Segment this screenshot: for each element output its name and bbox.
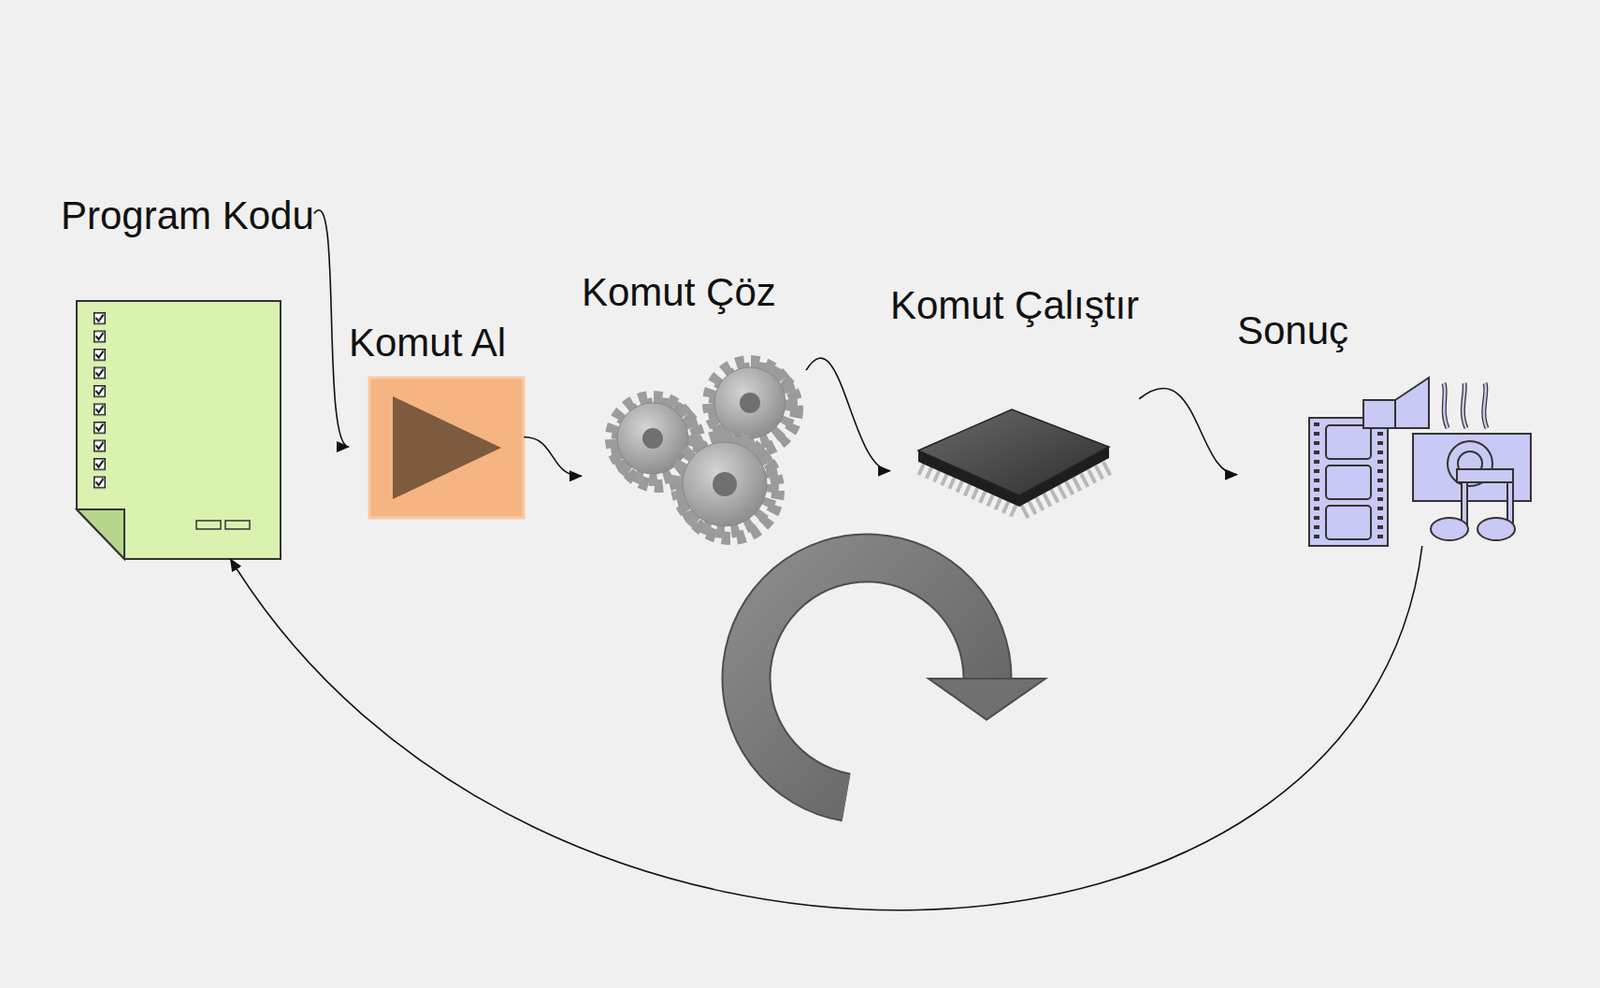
flow-arrow [523, 436, 582, 476]
gears-icon [611, 361, 797, 539]
flow-arrow [806, 358, 891, 472]
chip-icon [918, 409, 1110, 513]
flow-arrow [230, 546, 1422, 911]
node-label: Komut Çöz [581, 270, 777, 316]
execute-node: Komut Çalıştır [890, 283, 1139, 541]
document-node: Program Kodu [60, 193, 315, 560]
cycle-arrow [746, 558, 1046, 798]
flow-arrow [1138, 388, 1238, 475]
node-label: Sonuç [1237, 308, 1349, 354]
result-node: Sonuç [1237, 308, 1531, 547]
fetch-node: Komut Al [348, 320, 524, 519]
node-label: Program Kodu [60, 193, 315, 239]
play-icon [369, 377, 524, 519]
node-label: Komut Çalıştır [890, 283, 1139, 329]
document-icon [76, 301, 281, 560]
flow-arrow [314, 210, 349, 447]
node-label: Komut Al [348, 320, 506, 366]
media-icon [1309, 377, 1531, 547]
decode-node: Komut Çöz [581, 270, 807, 557]
